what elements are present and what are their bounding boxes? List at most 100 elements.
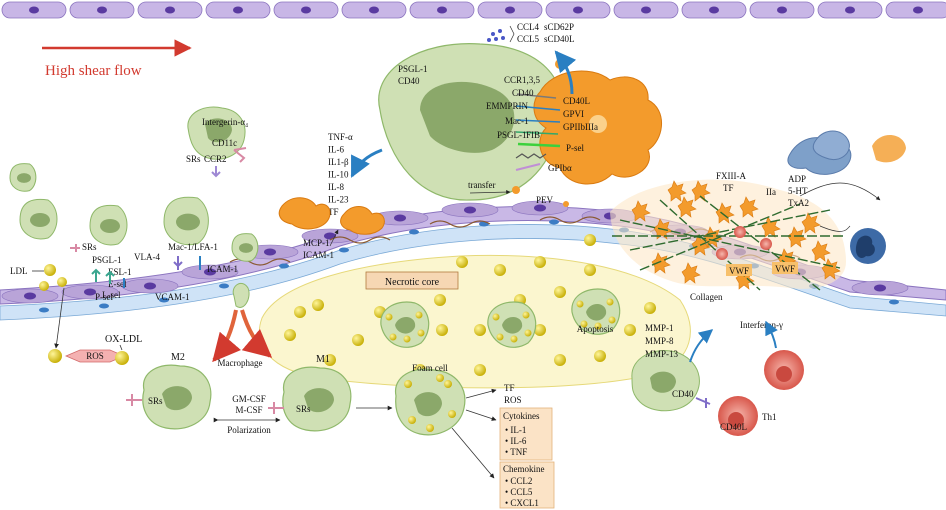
plaque-foam-cells [380, 288, 621, 348]
thrombus-platelet [811, 240, 831, 262]
endothelial-nucleus [573, 6, 583, 14]
adp-label: ADP [788, 174, 806, 184]
cytokine-item: IL-6 [328, 145, 344, 155]
ccr-label: CCR1,3,5 [504, 75, 541, 85]
th1-cells [718, 320, 804, 436]
platelet-granule [589, 115, 607, 133]
m1-srs-receptor [268, 402, 284, 414]
plaque: Necrotic core [258, 254, 691, 389]
lipid-droplet [284, 329, 296, 341]
smooth-muscle-nucleus [219, 283, 229, 289]
mmp1-label: MMP-1 [645, 323, 674, 333]
ccl5-label: CCL5 [517, 34, 540, 44]
activated-endothelium-platelets [278, 197, 385, 235]
vcam1-label: VCAM-1 [155, 292, 190, 302]
rolling-leukocytes [9, 163, 259, 262]
wall-endothelial-nucleus [24, 292, 36, 300]
ccr2-label: CCR2 [204, 154, 227, 164]
fibrin-mesh [612, 195, 846, 291]
thrombus-platelet [715, 202, 735, 224]
esel-label: E-sel [108, 279, 127, 289]
foam-lipid [448, 410, 456, 418]
central-monocyte-nucleus [420, 81, 515, 153]
lipid-droplet [434, 294, 446, 306]
smooth-muscle-nucleus [339, 247, 349, 253]
chemo-item-2: • CCL5 [505, 487, 533, 497]
ros-label: ROS [86, 351, 104, 361]
macrophage-label: Macrophage [218, 358, 263, 368]
collagen-fiber [539, 216, 601, 224]
oxldl-particle [115, 351, 129, 365]
thrombus-platelet [691, 180, 711, 202]
psgl1-label-top: PSGL-1 [398, 64, 428, 74]
mcsf-label: M-CSF [235, 405, 262, 415]
chemo-item-1: • CCL2 [505, 476, 532, 486]
monocyte-top [187, 106, 246, 160]
vwf-box-2 [772, 262, 798, 274]
tf-label-foam: TF [504, 383, 515, 393]
foam-lipid [524, 329, 532, 337]
endothelial-nucleus [709, 6, 719, 14]
cd11c-label: CD11c [212, 138, 237, 148]
cd40-label-foam: CD40 [672, 389, 694, 399]
foam-cell-lipids [404, 374, 456, 432]
thrombus-platelet [651, 252, 671, 274]
cd40-label-top: CD40 [398, 76, 420, 86]
top-endothelium [1, 1, 946, 19]
gmcsf-label: GM-CSF [232, 394, 266, 404]
foam-lipid [404, 380, 412, 388]
lipid-droplet [312, 299, 324, 311]
cytokines-box: Cytokines • IL-1 • IL-6 • TNF [499, 407, 553, 461]
endothelial-nucleus [913, 6, 923, 14]
cytokine-release-arrow [350, 148, 383, 178]
lipid-droplet [624, 324, 636, 336]
mac1-lfa1-label: Mac-1/LFA-1 [168, 242, 218, 252]
ldl-oxidation: LDL ROS OX-LDL [10, 264, 142, 365]
necrotic-core-label: Necrotic core [385, 277, 440, 288]
smooth-muscle-nucleus [279, 263, 289, 269]
thrombus-platelet [667, 180, 687, 202]
apoptosis-label: Apoptosis [577, 324, 614, 334]
5ht-label: 5-HT [788, 186, 808, 196]
ldl-particle [48, 349, 62, 363]
foam-lipid [510, 335, 518, 343]
endothelial-nucleus [97, 6, 107, 14]
flow-label: High shear flow [45, 63, 142, 79]
wall-endothelial-nucleus [874, 284, 886, 292]
txa2-label: TxA2 [788, 198, 809, 208]
foam-lipid [403, 335, 411, 343]
m2-macrophage [142, 364, 212, 430]
endothelial-nucleus [437, 6, 447, 14]
foam-lipid [576, 300, 584, 308]
fibrin-strand [639, 203, 801, 271]
thrombus-platelet [787, 226, 807, 248]
ccl4-label: CCL4 [517, 22, 540, 32]
foam-lipid [436, 374, 444, 382]
foam-lipid [522, 311, 530, 319]
lipid-droplet [324, 354, 336, 366]
collagen-fiber [429, 220, 491, 228]
ldl-label: LDL [10, 266, 28, 276]
lipid-droplet [436, 324, 448, 336]
cd40l-label-complex: CD40L [563, 96, 590, 106]
chemokine-box: Chemokine • CCL2 • CCL5 • CXCL1 [499, 461, 555, 509]
lipid-droplet [534, 324, 546, 336]
monocyte-platelet-complex [378, 43, 662, 207]
icam1-label-mcp: ICAM-1 [303, 250, 334, 260]
endothelial-nucleus [505, 6, 515, 14]
cd40l-label-th1: CD40L [720, 422, 747, 432]
cyto-item-1: • IL-1 [505, 425, 526, 435]
psel-label-rolling: P-sel [95, 292, 113, 302]
scd40l-label: sCD40L [544, 34, 575, 44]
foam-lipid [594, 322, 602, 330]
cyto-item-2: • IL-6 [505, 436, 527, 446]
foam-lipid [408, 416, 416, 424]
wall-endothelial-nucleus [324, 232, 336, 240]
lipid-droplet [456, 256, 468, 268]
thrombus-platelet [801, 212, 821, 234]
thrombus-platelet [739, 196, 759, 218]
psgl1-label-rolling: PSGL-1 [92, 255, 122, 265]
tf-label-thrombus: TF [723, 183, 734, 193]
wall-endothelial-nucleus [144, 282, 156, 290]
